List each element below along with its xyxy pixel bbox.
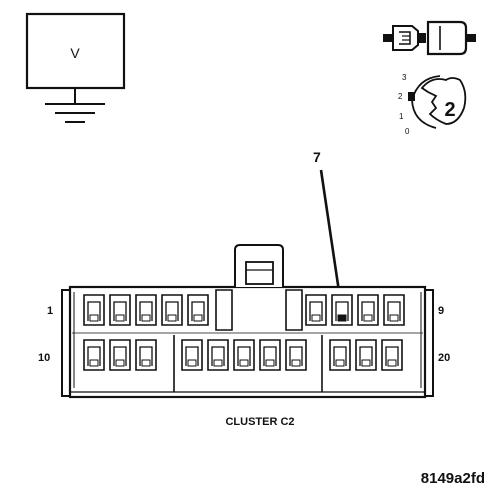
- bottom-pin-row: [83, 339, 403, 371]
- pin-cavity-13: [181, 339, 203, 371]
- pin-cavity-18: [329, 339, 351, 371]
- figure-id: 8149a2fd: [421, 470, 485, 487]
- center-key-right: [285, 289, 303, 331]
- center-key-left: [215, 289, 233, 331]
- pin-cavity-19: [355, 339, 377, 371]
- pin-cavity-11: [109, 339, 131, 371]
- pin-cavity-5: [187, 294, 209, 326]
- callout-label: 7: [313, 149, 321, 165]
- pin-cavity-4: [161, 294, 183, 326]
- pin-cavity-3: [135, 294, 157, 326]
- key-position-marker: [408, 92, 415, 101]
- latch-window: [245, 261, 274, 285]
- pin-cavity-12: [135, 339, 157, 371]
- pin-cavity-16: [259, 339, 281, 371]
- voltmeter-label: V: [70, 45, 80, 61]
- callout-line: [319, 169, 343, 306]
- pin-cavity-8: [357, 294, 379, 326]
- connector-name: CLUSTER C2: [225, 416, 294, 428]
- pin-cavity-15: [233, 339, 255, 371]
- pin-label-10: 10: [38, 352, 50, 364]
- connector-face: [61, 244, 434, 399]
- pin-cavity-10: [83, 339, 105, 371]
- key-position-2: 2: [398, 92, 403, 101]
- pin-label-20: 20: [438, 352, 450, 364]
- key-position-1: 1: [399, 112, 404, 121]
- pin-cavity-17: [285, 339, 307, 371]
- pin-cavity-2: [109, 294, 131, 326]
- voltmeter-symbol: V: [25, 12, 126, 123]
- pin-callout: 7: [313, 149, 343, 306]
- ignition-key-icon: 3 2 1 0 2: [398, 73, 467, 136]
- key-head: [420, 77, 467, 125]
- pin-cavity-20: [381, 339, 403, 371]
- top-pin-row: [83, 294, 405, 326]
- key-position-0: 0: [405, 127, 410, 136]
- pin-cavity-14: [207, 339, 229, 371]
- pin-cavity-6: [305, 294, 327, 326]
- pin-label-1: 1: [47, 305, 53, 317]
- key-number: 2: [444, 99, 455, 121]
- disconnected-connector-icon: [383, 20, 476, 56]
- pin-label-9: 9: [438, 305, 444, 317]
- pin-cavity-9: [383, 294, 405, 326]
- pin-cavity-1: [83, 294, 105, 326]
- pin-cavity-7: [331, 294, 353, 326]
- key-position-3: 3: [402, 73, 407, 82]
